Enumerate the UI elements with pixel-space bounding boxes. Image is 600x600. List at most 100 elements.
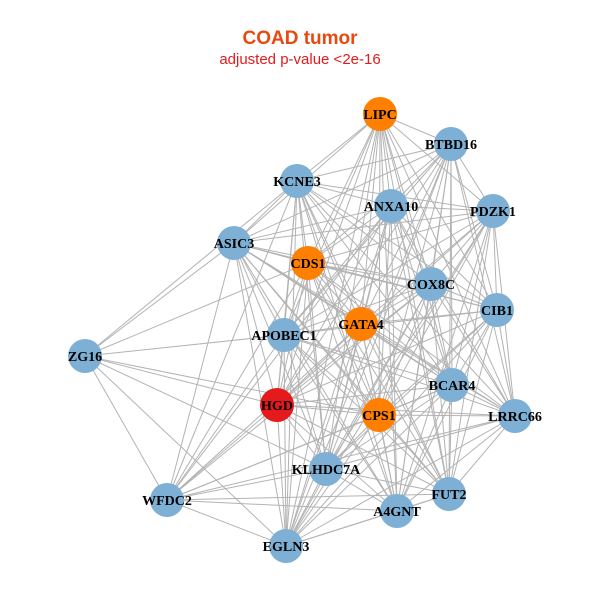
node-label: HGD [261, 399, 293, 414]
edge-cds1-a4gnt [307, 262, 398, 512]
node-zg16[interactable]: ZG16 [68, 339, 102, 373]
edge-anxa10-asic3 [233, 205, 392, 244]
node-label: A4GNT [373, 505, 421, 520]
node-hgd[interactable]: HGD [260, 388, 294, 422]
node-btbd16[interactable]: BTBD16 [425, 127, 477, 161]
node-circle[interactable] [498, 399, 532, 433]
edge-apobec1-cps1 [283, 334, 380, 416]
node-circle[interactable] [374, 189, 408, 223]
edge-apobec1-egln3 [283, 334, 287, 547]
chart-title: COAD tumor [242, 28, 358, 49]
edge-pdzk1-klhdc7a [325, 210, 494, 470]
node-lrrc66[interactable]: LRRC66 [488, 399, 542, 433]
edge-anxa10-a4gnt [390, 205, 398, 512]
node-cox8c[interactable]: COX8C [407, 267, 455, 301]
node-circle[interactable] [68, 339, 102, 373]
edge-cib1-apobec1 [283, 309, 498, 336]
node-circle[interactable] [480, 293, 514, 327]
node-label: LIPC [363, 108, 396, 123]
edge-btbd16-lrrc66 [450, 143, 516, 417]
node-circle[interactable] [363, 97, 397, 131]
edge-gata4-bcar4 [360, 323, 453, 386]
edge-cib1-a4gnt [396, 309, 498, 512]
node-pdzk1[interactable]: PDZK1 [470, 194, 516, 228]
edge-kcne3-cox8c [296, 180, 432, 285]
node-asic3[interactable]: ASIC3 [214, 226, 254, 260]
edge-cps1-fut2 [378, 414, 450, 495]
node-circle[interactable] [280, 164, 314, 198]
edge-anxa10-fut2 [390, 205, 450, 495]
edge-asic3-a4gnt [233, 242, 398, 512]
node-kcne3[interactable]: KCNE3 [273, 164, 321, 198]
node-apobec1[interactable]: APOBEC1 [251, 318, 317, 352]
node-label: LRRC66 [488, 410, 542, 425]
node-cps1[interactable]: CPS1 [362, 398, 396, 432]
edge-asic3-fut2 [233, 242, 450, 495]
edge-pdzk1-bcar4 [451, 210, 494, 386]
edge-klhdc7a-fut2 [325, 468, 450, 495]
edge-cds1-cib1 [307, 262, 498, 311]
edge-btbd16-klhdc7a [325, 143, 452, 470]
node-gata4[interactable]: GATA4 [338, 307, 384, 341]
node-circle[interactable] [362, 398, 396, 432]
node-cds1[interactable]: CDS1 [290, 246, 326, 280]
node-circle[interactable] [414, 267, 448, 301]
edge-anxa10-egln3 [285, 205, 392, 547]
edge-kcne3-egln3 [285, 180, 298, 547]
edge-apobec1-bcar4 [283, 334, 453, 386]
node-circle[interactable] [291, 246, 325, 280]
edge-btbd16-fut2 [448, 143, 452, 495]
edge-lipc-pdzk1 [379, 113, 494, 212]
node-circle[interactable] [150, 483, 184, 517]
node-fut2[interactable]: FUT2 [432, 477, 467, 511]
edge-pdzk1-asic3 [233, 210, 494, 244]
node-label: CDS1 [290, 257, 325, 272]
node-klhdc7a[interactable]: KLHDC7A [292, 452, 361, 486]
node-circle[interactable] [380, 494, 414, 528]
node-label: ZG16 [68, 350, 102, 365]
node-label: GATA4 [338, 318, 383, 333]
edge-pdzk1-a4gnt [396, 210, 494, 512]
edge-asic3-hgd [233, 242, 278, 406]
edge-wfdc2-egln3 [166, 499, 287, 547]
node-circle[interactable] [434, 127, 468, 161]
edge-kcne3-bcar4 [296, 180, 453, 386]
edge-zg16-cds1 [84, 262, 309, 357]
edge-pdzk1-cps1 [378, 210, 494, 416]
node-circle[interactable] [217, 226, 251, 260]
node-wfdc2[interactable]: WFDC2 [142, 483, 192, 517]
edge-zg16-klhdc7a [84, 355, 327, 470]
edge-cds1-cox8c [307, 262, 432, 285]
node-egln3[interactable]: EGLN3 [263, 529, 310, 563]
node-circle[interactable] [267, 318, 301, 352]
node-circle[interactable] [476, 194, 510, 228]
node-cib1[interactable]: CIB1 [480, 293, 514, 327]
node-circle[interactable] [260, 388, 294, 422]
node-circle[interactable] [309, 452, 343, 486]
edge-apobec1-wfdc2 [166, 334, 285, 501]
node-lipc[interactable]: LIPC [363, 97, 397, 131]
edge-btbd16-gata4 [360, 143, 452, 325]
node-circle[interactable] [432, 477, 466, 511]
node-bcar4[interactable]: BCAR4 [429, 368, 476, 402]
edge-zg16-asic3 [84, 242, 235, 357]
edge-apobec1-a4gnt [283, 334, 398, 512]
edge-wfdc2-a4gnt [166, 499, 398, 512]
node-circle[interactable] [435, 368, 469, 402]
node-anxa10[interactable]: ANXA10 [364, 189, 418, 223]
edge-klhdc7a-wfdc2 [166, 468, 327, 501]
node-circle[interactable] [269, 529, 303, 563]
edge-asic3-apobec1 [233, 242, 285, 336]
edge-anxa10-lrrc66 [390, 205, 516, 417]
edge-cps1-wfdc2 [166, 414, 380, 501]
edge-zg16-egln3 [84, 355, 287, 547]
edge-asic3-bcar4 [233, 242, 453, 386]
edge-hgd-fut2 [276, 404, 450, 495]
node-label: BCAR4 [429, 379, 476, 394]
edge-cib1-egln3 [285, 309, 498, 547]
edge-cox8c-egln3 [285, 283, 432, 547]
node-label: ASIC3 [214, 237, 254, 252]
node-a4gnt[interactable]: A4GNT [373, 494, 421, 528]
edge-kcne3-gata4 [296, 180, 362, 325]
node-circle[interactable] [344, 307, 378, 341]
